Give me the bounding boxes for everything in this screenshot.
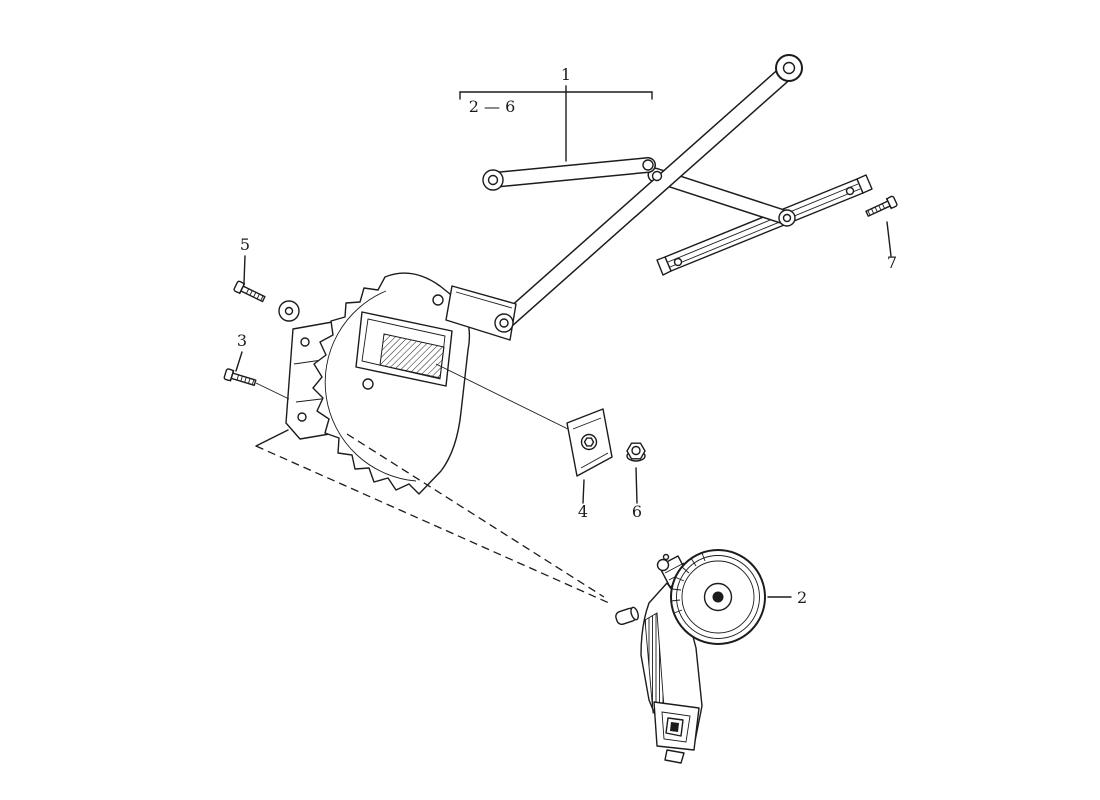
sector-gear <box>312 272 471 495</box>
screw-7 <box>865 195 898 217</box>
spring-drum-hatch <box>379 333 445 379</box>
callout-range-label: 2 — 6 <box>469 97 516 116</box>
callout-leader-lines <box>235 85 892 372</box>
callout-7-label: 7 <box>887 253 897 272</box>
motor-armature <box>670 549 766 645</box>
cross-arm <box>647 167 796 227</box>
arm-gear-bracket <box>432 285 517 341</box>
bracket-alignment-line <box>435 363 573 432</box>
drive-motor <box>640 549 792 764</box>
callout-4-label: 4 <box>578 502 588 521</box>
hex-nut-6 <box>626 442 646 504</box>
motor-alignment-dashed-lines <box>255 433 610 604</box>
main-lift-arm <box>497 54 803 330</box>
spacer-bushing <box>615 606 639 625</box>
screw-3 <box>223 368 257 387</box>
screw-3-pointer-line <box>255 382 290 400</box>
callout-3-label: 3 <box>237 331 247 350</box>
upper-balance-arm <box>482 157 663 191</box>
motor-connector <box>653 701 700 764</box>
callout-6-label: 6 <box>632 502 642 521</box>
washer-5 <box>278 300 300 322</box>
callout-5-label: 5 <box>240 235 250 254</box>
guide-bracket-4 <box>566 408 613 504</box>
guide-rail <box>656 174 873 276</box>
callout-1-label: 1 <box>561 65 571 84</box>
callout-labels: 1 2 — 6 2 3 4 5 6 7 <box>237 65 897 607</box>
screw-5 <box>233 280 266 303</box>
callout-2-label: 2 <box>797 588 807 607</box>
